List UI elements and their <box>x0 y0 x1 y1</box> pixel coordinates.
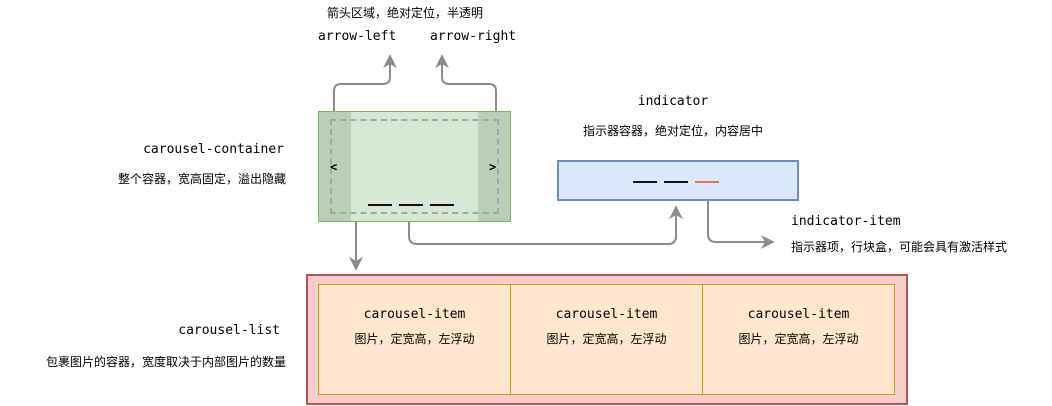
arrow-left-label: arrow-left <box>318 29 397 44</box>
indicator-dot <box>664 181 688 183</box>
indicator-desc: 指示器容器，绝对定位，内容居中 <box>582 124 763 138</box>
chevron-right-icon[interactable]: > <box>489 160 497 174</box>
carousel-item: carousel-item 图片，定宽高，左浮动 <box>702 284 895 395</box>
arrow-right-region[interactable] <box>478 112 510 221</box>
arrow-left-connector <box>333 54 397 120</box>
container-title: carousel-container <box>143 142 284 157</box>
carousel-item-title: carousel-item <box>747 307 850 322</box>
list-title: carousel-list <box>178 323 280 338</box>
carousel-item-desc: 图片，定宽高，左浮动 <box>354 332 475 346</box>
indicator-connector <box>408 205 683 245</box>
indicator-box <box>557 160 799 201</box>
carousel-item-desc: 图片，定宽高，左浮动 <box>738 332 859 346</box>
container-desc: 整个容器，宽高固定，溢出隐藏 <box>117 172 286 186</box>
container-indicator-dot <box>368 204 392 206</box>
arrow-left-region[interactable] <box>319 112 351 221</box>
viewport-outline <box>330 119 499 214</box>
carousel-item-title: carousel-item <box>555 307 658 322</box>
chevron-left-icon[interactable]: < <box>330 160 338 174</box>
indicator-item-title: indicator-item <box>791 214 901 229</box>
arrow-right-connector <box>435 54 497 120</box>
list-desc: 包裹图片的容器，宽度取决于内部图片的数量 <box>45 355 286 369</box>
carousel-item: carousel-item 图片，定宽高，左浮动 <box>318 284 511 395</box>
carousel-container-box: < > <box>318 111 511 222</box>
carousel-item-title: carousel-item <box>363 307 466 322</box>
arrow-right-label: arrow-right <box>430 29 517 44</box>
indicator-dot <box>633 181 657 183</box>
container-indicator-dot <box>399 204 423 206</box>
carousel-item-desc: 图片，定宽高，左浮动 <box>546 332 667 346</box>
container-indicator-dot <box>430 204 454 206</box>
indicator-item-connector <box>707 184 775 249</box>
arrows-note: 箭头区域，绝对定位，半透明 <box>327 6 484 20</box>
indicator-dot-active <box>695 181 719 183</box>
carousel-item: carousel-item 图片，定宽高，左浮动 <box>510 284 703 395</box>
indicator-item-desc: 指示器项，行块盒，可能会具有激活样式 <box>791 240 1008 254</box>
indicator-title: indicator <box>637 94 709 109</box>
